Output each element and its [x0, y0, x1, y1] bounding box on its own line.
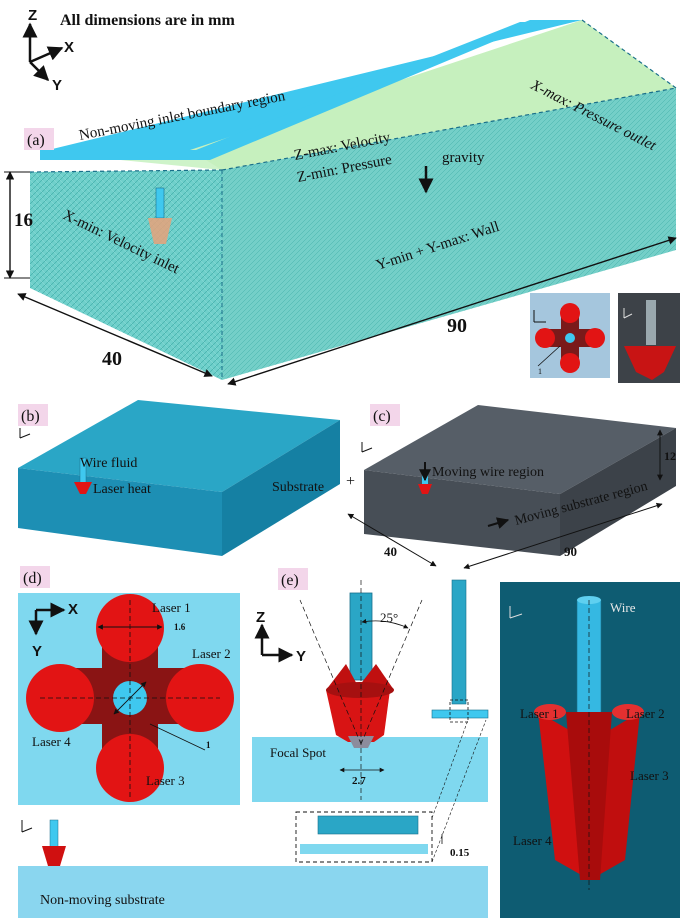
dim-a-length-value: 90 [447, 315, 467, 337]
dim-c-width-value: 40 [384, 544, 397, 559]
laser-heat-label: Laser heat [93, 482, 151, 497]
dim-c-length [463, 502, 663, 570]
dim-e-spot: 2.7 [352, 775, 366, 787]
dim-e-gap: 0.15 [450, 847, 470, 859]
axis-x-label: X [64, 39, 74, 56]
svg-text:(e): (e) [281, 572, 299, 589]
panel-d-badge: (d) [20, 566, 50, 588]
dim-d-outer: 1.6 [174, 622, 186, 632]
dim-a-height [4, 171, 30, 279]
panel-f-laser1-label: Laser 1 [520, 706, 559, 721]
laser-2-label: Laser 2 [192, 646, 231, 661]
svg-text:(d): (d) [23, 570, 42, 587]
dimensions-note: All dimensions are in mm [60, 12, 236, 29]
axis-y-label: Y [52, 77, 62, 94]
panel-d-y-label: Y [32, 643, 42, 660]
dim-d-inner: 1 [206, 740, 211, 750]
panel-b-badge: (b) [18, 404, 48, 426]
dim-c-width [347, 513, 437, 567]
dim-a-width-value: 40 [102, 348, 122, 370]
panel-d-laser-layout [18, 593, 240, 805]
moving-wire-label: Moving wire region [432, 465, 544, 480]
dim-c-length-value: 90 [564, 544, 577, 559]
axis-z-label: Z [28, 7, 37, 24]
inset-laser-topview: 1 [530, 293, 610, 378]
bottom-substrate-view [18, 819, 488, 918]
wire-fluid-label: Wire fluid [80, 456, 137, 471]
laser-3-label: Laser 3 [146, 773, 185, 788]
substrate-label: Substrate [272, 480, 324, 495]
gravity-label: gravity [442, 150, 485, 166]
dim-a-length [227, 236, 677, 386]
panel-f-laser2-label: Laser 2 [626, 706, 665, 721]
panel-f-wire-label: Wire [610, 600, 636, 615]
svg-text:(a): (a) [27, 132, 45, 149]
panel-f-laser3-label: Laser 3 [630, 768, 669, 783]
panel-f-3d-view [500, 582, 680, 918]
dim-c-height-value: 12 [664, 449, 676, 463]
focal-spot-label: Focal Spot [270, 745, 326, 760]
non-moving-substrate-label: Non-moving substrate [40, 893, 165, 908]
angle-label: 25° [380, 610, 398, 625]
xmin-face [30, 170, 222, 380]
panel-f-laser4-label: Laser 4 [513, 833, 552, 848]
dim-a-width [17, 293, 213, 377]
inset-laser-3dview [618, 293, 680, 383]
inset-dim: 1 [538, 367, 542, 376]
panel-e-cross-section [252, 579, 489, 863]
laser-4-label: Laser 4 [32, 734, 71, 749]
panel-a-badge: (a) [24, 128, 54, 150]
panel-d-x-label: X [68, 601, 78, 618]
plus-sign: + [346, 473, 355, 490]
panel-e-y-label: Y [296, 648, 306, 665]
dim-a-height-value: 16 [14, 210, 33, 231]
panel-c-moving-block [361, 405, 676, 556]
panel-b-substrate [18, 400, 340, 556]
laser-1-label: Laser 1 [152, 600, 191, 615]
panel-e-badge: (e) [278, 568, 308, 590]
top-axis-triad: Z X Y [22, 7, 74, 94]
svg-text:(b): (b) [21, 408, 40, 425]
panel-e-z-label: Z [256, 609, 265, 626]
svg-text:(c): (c) [373, 408, 391, 425]
panel-c-badge: (c) [370, 404, 400, 426]
